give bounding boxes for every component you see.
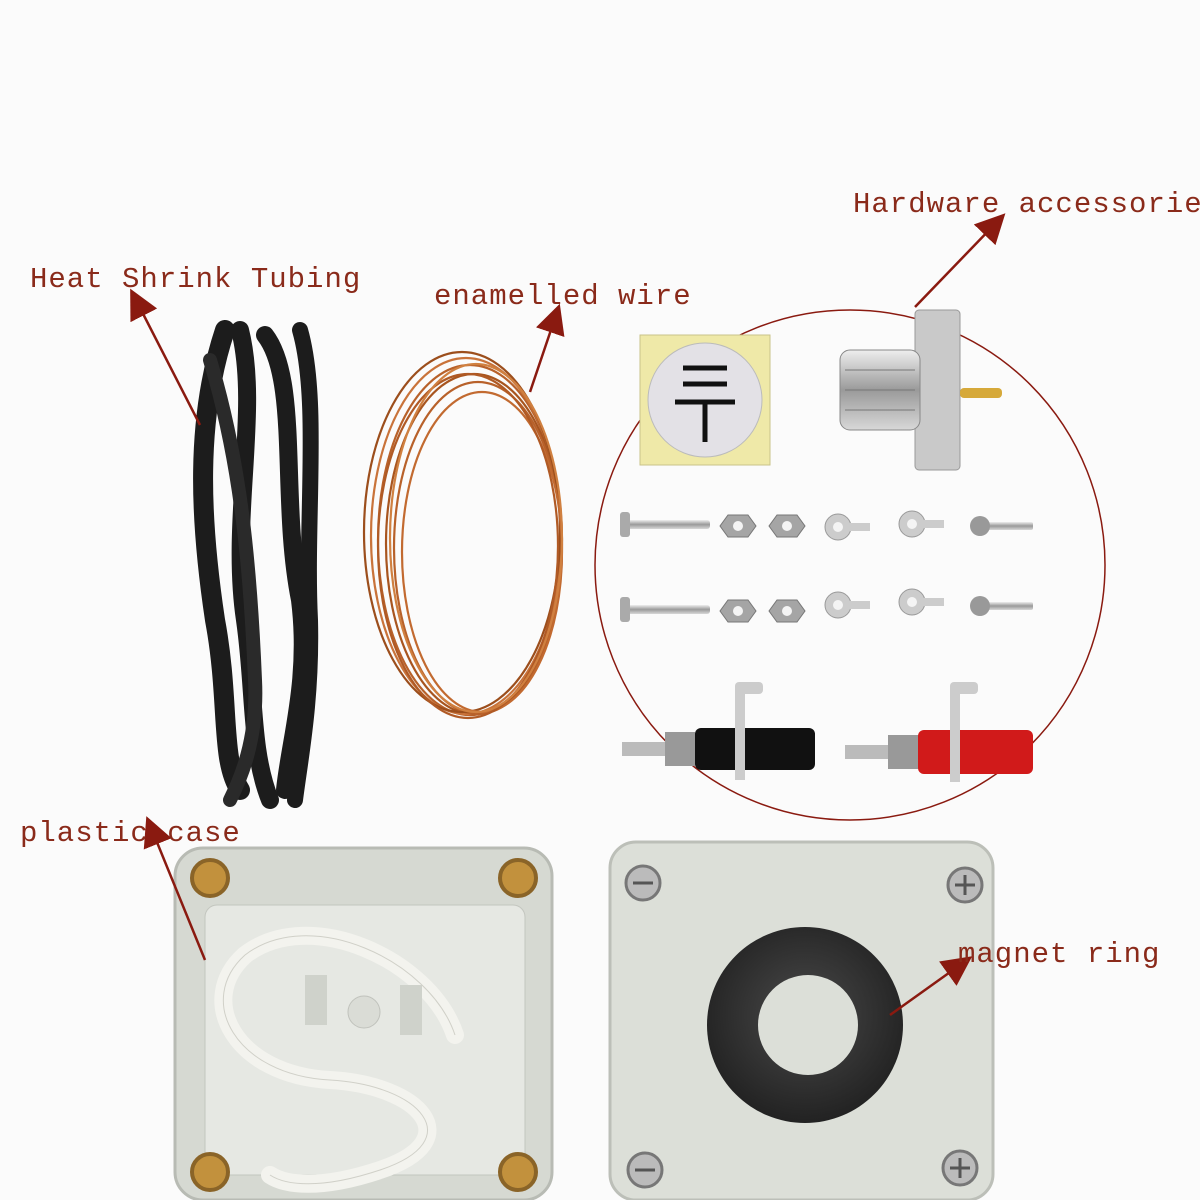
arrow-heat-shrink [130, 288, 202, 426]
hardware-row-2 [620, 588, 1033, 623]
arrow-plastic-case [143, 816, 207, 961]
plastic-case-open [173, 846, 554, 1200]
magnet-ring-label: magnet ring [958, 938, 1161, 971]
heat-shrink-tubing [193, 320, 319, 809]
enamelled-wire-coil [362, 350, 564, 720]
label-arrows [130, 213, 1006, 1017]
arrow-hardware [914, 213, 1006, 308]
so239-connector [839, 309, 1002, 471]
plastic-case-label: plastic case [20, 817, 241, 850]
ferrite-magnet-ring [707, 927, 903, 1123]
binding-post-red [845, 682, 1033, 782]
hardware-highlight-circle [594, 309, 1106, 821]
heat-shrink-label: Heat Shrink Tubing [30, 263, 362, 296]
binding-post-black [622, 682, 815, 780]
ground-sticker [639, 334, 771, 466]
ground-symbol-icon [675, 365, 735, 442]
hardware-row-1 [620, 510, 1033, 541]
enamelled-wire-label: enamelled wire [434, 280, 692, 313]
arrow-enamelled-wire [528, 303, 565, 393]
arrow-magnet-ring [889, 956, 973, 1017]
hardware-label: Hardware accessories [853, 188, 1200, 221]
